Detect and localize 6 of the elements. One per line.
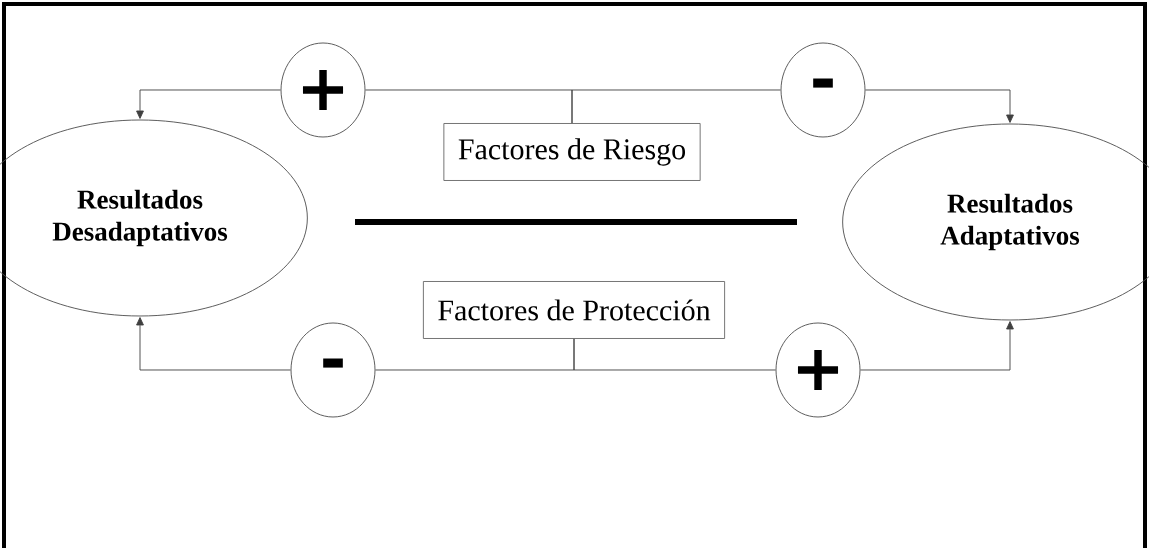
connector-arrow (136, 317, 291, 371)
connector-arrow (865, 89, 1014, 123)
connector-arrow (860, 321, 1014, 371)
connector-arrow (136, 89, 281, 119)
factor-box: Factores de Riesgo (443, 123, 701, 181)
factor-box: Factores de Protección (422, 281, 726, 339)
